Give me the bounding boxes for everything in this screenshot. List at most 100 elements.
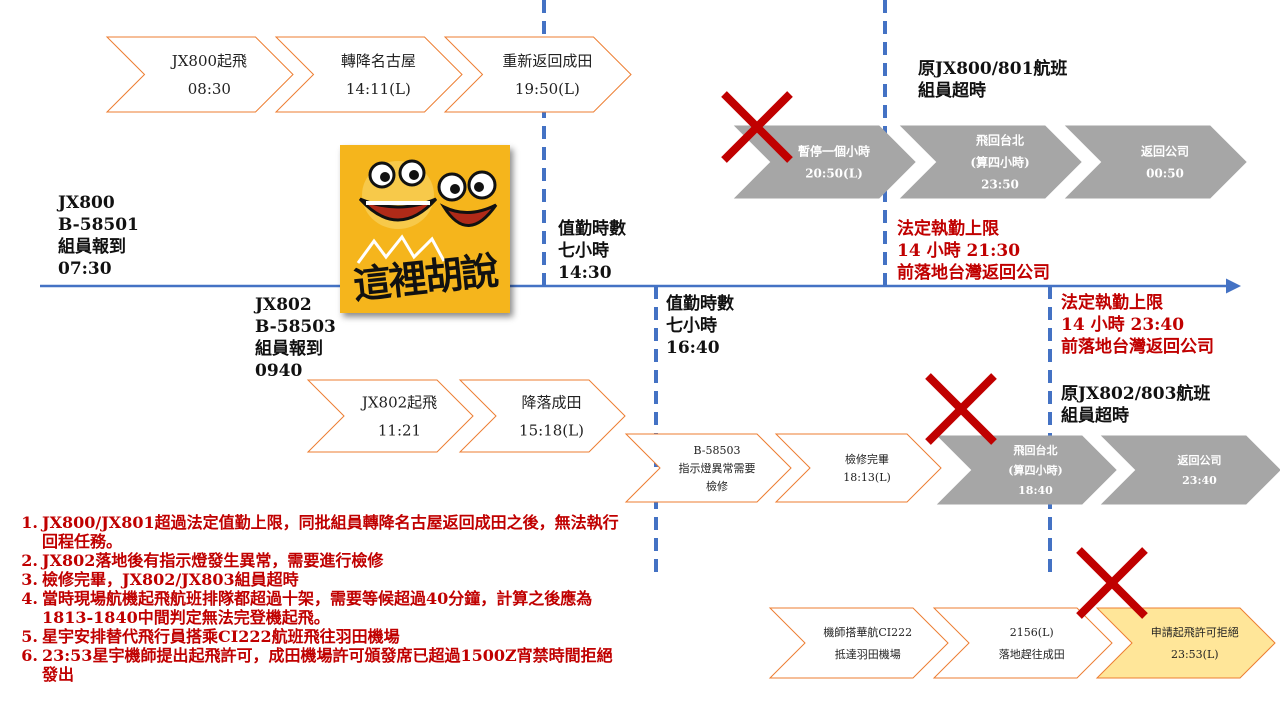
chevron-time: 19:50(L) (515, 80, 580, 98)
chevron-sub: 指示燈異常需要 (679, 461, 756, 475)
note-item: 4.當時現場航機起飛航班排隊都超過十架，需要等候超過40分鐘，計算之後應為181… (12, 589, 624, 627)
label-line: 原JX800/801航班 (918, 59, 1068, 79)
chevron-title: 返回公司 (1141, 143, 1189, 158)
label-line: 法定執勤上限 (1061, 293, 1163, 313)
jx802-step-chevron: 降落成田 15:18(L) (458, 379, 626, 453)
chevron-shape (443, 36, 632, 113)
notes-list: 1.JX800/JX801超過法定值勤上限，同批組員轉降名古屋返回成田之後，無法… (12, 513, 624, 684)
cancel-cross-icon (925, 373, 997, 445)
chevron-shape (1064, 125, 1247, 199)
chevron-title: 轉降名古屋 (341, 52, 416, 70)
label-line: 14:30 (558, 263, 612, 283)
chevron-title: 降落成田 (521, 393, 581, 411)
chevron-title: 2156(L) (1010, 626, 1054, 639)
note-number: 5. (21, 627, 38, 646)
note-number: 3. (21, 570, 38, 589)
cancel-cross-icon (1076, 547, 1148, 619)
label-line: JX800 (58, 193, 115, 213)
label-line: 值勤時數 (666, 294, 734, 314)
chevron-title: 飛回台北 (975, 132, 1024, 147)
chevron-time: 20:50(L) (805, 166, 863, 180)
label-line: 14 小時 21:30 (897, 241, 1021, 261)
chevron-shape (105, 36, 294, 113)
cancelled-step-chevron: 返回公司 23:40 (1100, 435, 1280, 505)
chevron-title: 申請起飛許可拒絕 (1151, 625, 1239, 639)
chevron-title: JX800起飛 (170, 52, 247, 70)
chevron-shape (458, 379, 626, 453)
chevron-shape (768, 607, 949, 679)
chevron-title: 機師搭華航CI222 (823, 625, 912, 639)
chevron-shape (1095, 607, 1276, 679)
label-line: 0940 (255, 361, 303, 381)
chevron-shape (274, 36, 463, 113)
label-line: 14 小時 23:40 (1061, 315, 1185, 335)
note-text: JX800/JX801超過法定值勤上限，同批組員轉降名古屋返回成田之後，無法執行… (42, 513, 619, 551)
cancelled-step-chevron: 飛回台北(算四小時)23:50 (899, 125, 1082, 199)
note-text: 檢修完畢，JX802/JX803組員超時 (42, 570, 299, 589)
chevron-time: 00:50 (1146, 166, 1184, 180)
label-line: 前落地台灣返回公司 (1061, 337, 1214, 357)
chevron-title: 返回公司 (1178, 453, 1222, 467)
label-line: 組員超時 (918, 81, 986, 101)
chevron-shape (936, 435, 1117, 505)
cancelled-step-chevron: 飛回台北(算四小時)18:40 (936, 435, 1117, 505)
note-item: 1.JX800/JX801超過法定值勤上限，同批組員轉降名古屋返回成田之後，無法… (12, 513, 624, 551)
label-line: 值勤時數 (558, 219, 626, 239)
chevron-shape (932, 607, 1113, 679)
note-number: 2. (21, 551, 38, 570)
chevron-time: 18:40 (1018, 484, 1053, 497)
jx800-step-chevron: 重新返回成田 19:50(L) (443, 36, 632, 113)
jx800-step-chevron: JX800起飛 08:30 (105, 36, 294, 113)
chevron-time: 08:30 (188, 80, 231, 98)
label-line: B-58503 (255, 317, 336, 337)
chevron-time: 18:13(L) (843, 471, 891, 484)
chevron-time: 11:21 (378, 421, 421, 439)
chevron-time: 15:18(L) (519, 421, 584, 439)
note-text: JX802落地後有指示燈發生異常，需要進行檢修 (42, 551, 384, 570)
label-line: JX802 (255, 295, 312, 315)
chevron-shape (624, 433, 792, 503)
chevron-title: 飛回台北 (1013, 443, 1058, 457)
badge-sticker: 這裡胡說 (340, 145, 510, 313)
chevron-time: 檢修 (706, 479, 728, 493)
cancelled-step-chevron: 返回公司 00:50 (1064, 125, 1247, 199)
note-item: 2.JX802落地後有指示燈發生異常，需要進行檢修 (12, 551, 624, 570)
note-item: 6.23:53星宇機師提出起飛許可，成田機場許可頒發席已超過1500Z宵禁時間拒… (12, 646, 624, 684)
label-line: 07:30 (58, 259, 112, 279)
note-item: 5.星宇安排替代飛行員搭乘CI222航班飛往羽田機場 (12, 627, 624, 646)
cancelled-step-chevron: 暫停一個小時 20:50(L) (733, 125, 916, 199)
chevron-time: 23:40 (1182, 474, 1217, 487)
chevron-title: 重新返回成田 (502, 52, 592, 70)
chevron-time: 抵達羽田機場 (835, 647, 901, 661)
maintenance-step-chevron: 檢修完畢 18:13(L) (774, 433, 942, 503)
chevron-time: 23:50 (981, 177, 1019, 191)
label-line: 七小時 (558, 241, 609, 261)
note-item: 3.檢修完畢，JX802/JX803組員超時 (12, 570, 624, 589)
label-line: 前落地台灣返回公司 (897, 263, 1050, 283)
chevron-title: JX802起飛 (360, 393, 437, 411)
jx800-overtime: 原JX800/801航班組員超時 (918, 58, 1067, 102)
cartoon-faces-icon (356, 159, 498, 264)
label-line: 七小時 (666, 316, 717, 336)
chevron-shape (306, 379, 474, 453)
note-text: 星宇安排替代飛行員搭乘CI222航班飛往羽田機場 (42, 627, 400, 646)
chevron-title: 檢修完畢 (845, 452, 889, 466)
chevron-shape (899, 125, 1082, 199)
chevron-shape (733, 125, 916, 199)
chevron-title: 暫停一個小時 (798, 143, 870, 158)
note-text: 當時現場航機起飛航班排隊都超過十架，需要等候超過40分鐘，計算之後應為1813-… (42, 589, 593, 627)
label-line: 組員報到 (255, 339, 323, 359)
note-number: 6. (21, 646, 38, 665)
label-line: 16:40 (666, 338, 720, 358)
jx802-step-chevron: JX802起飛 11:21 (306, 379, 474, 453)
